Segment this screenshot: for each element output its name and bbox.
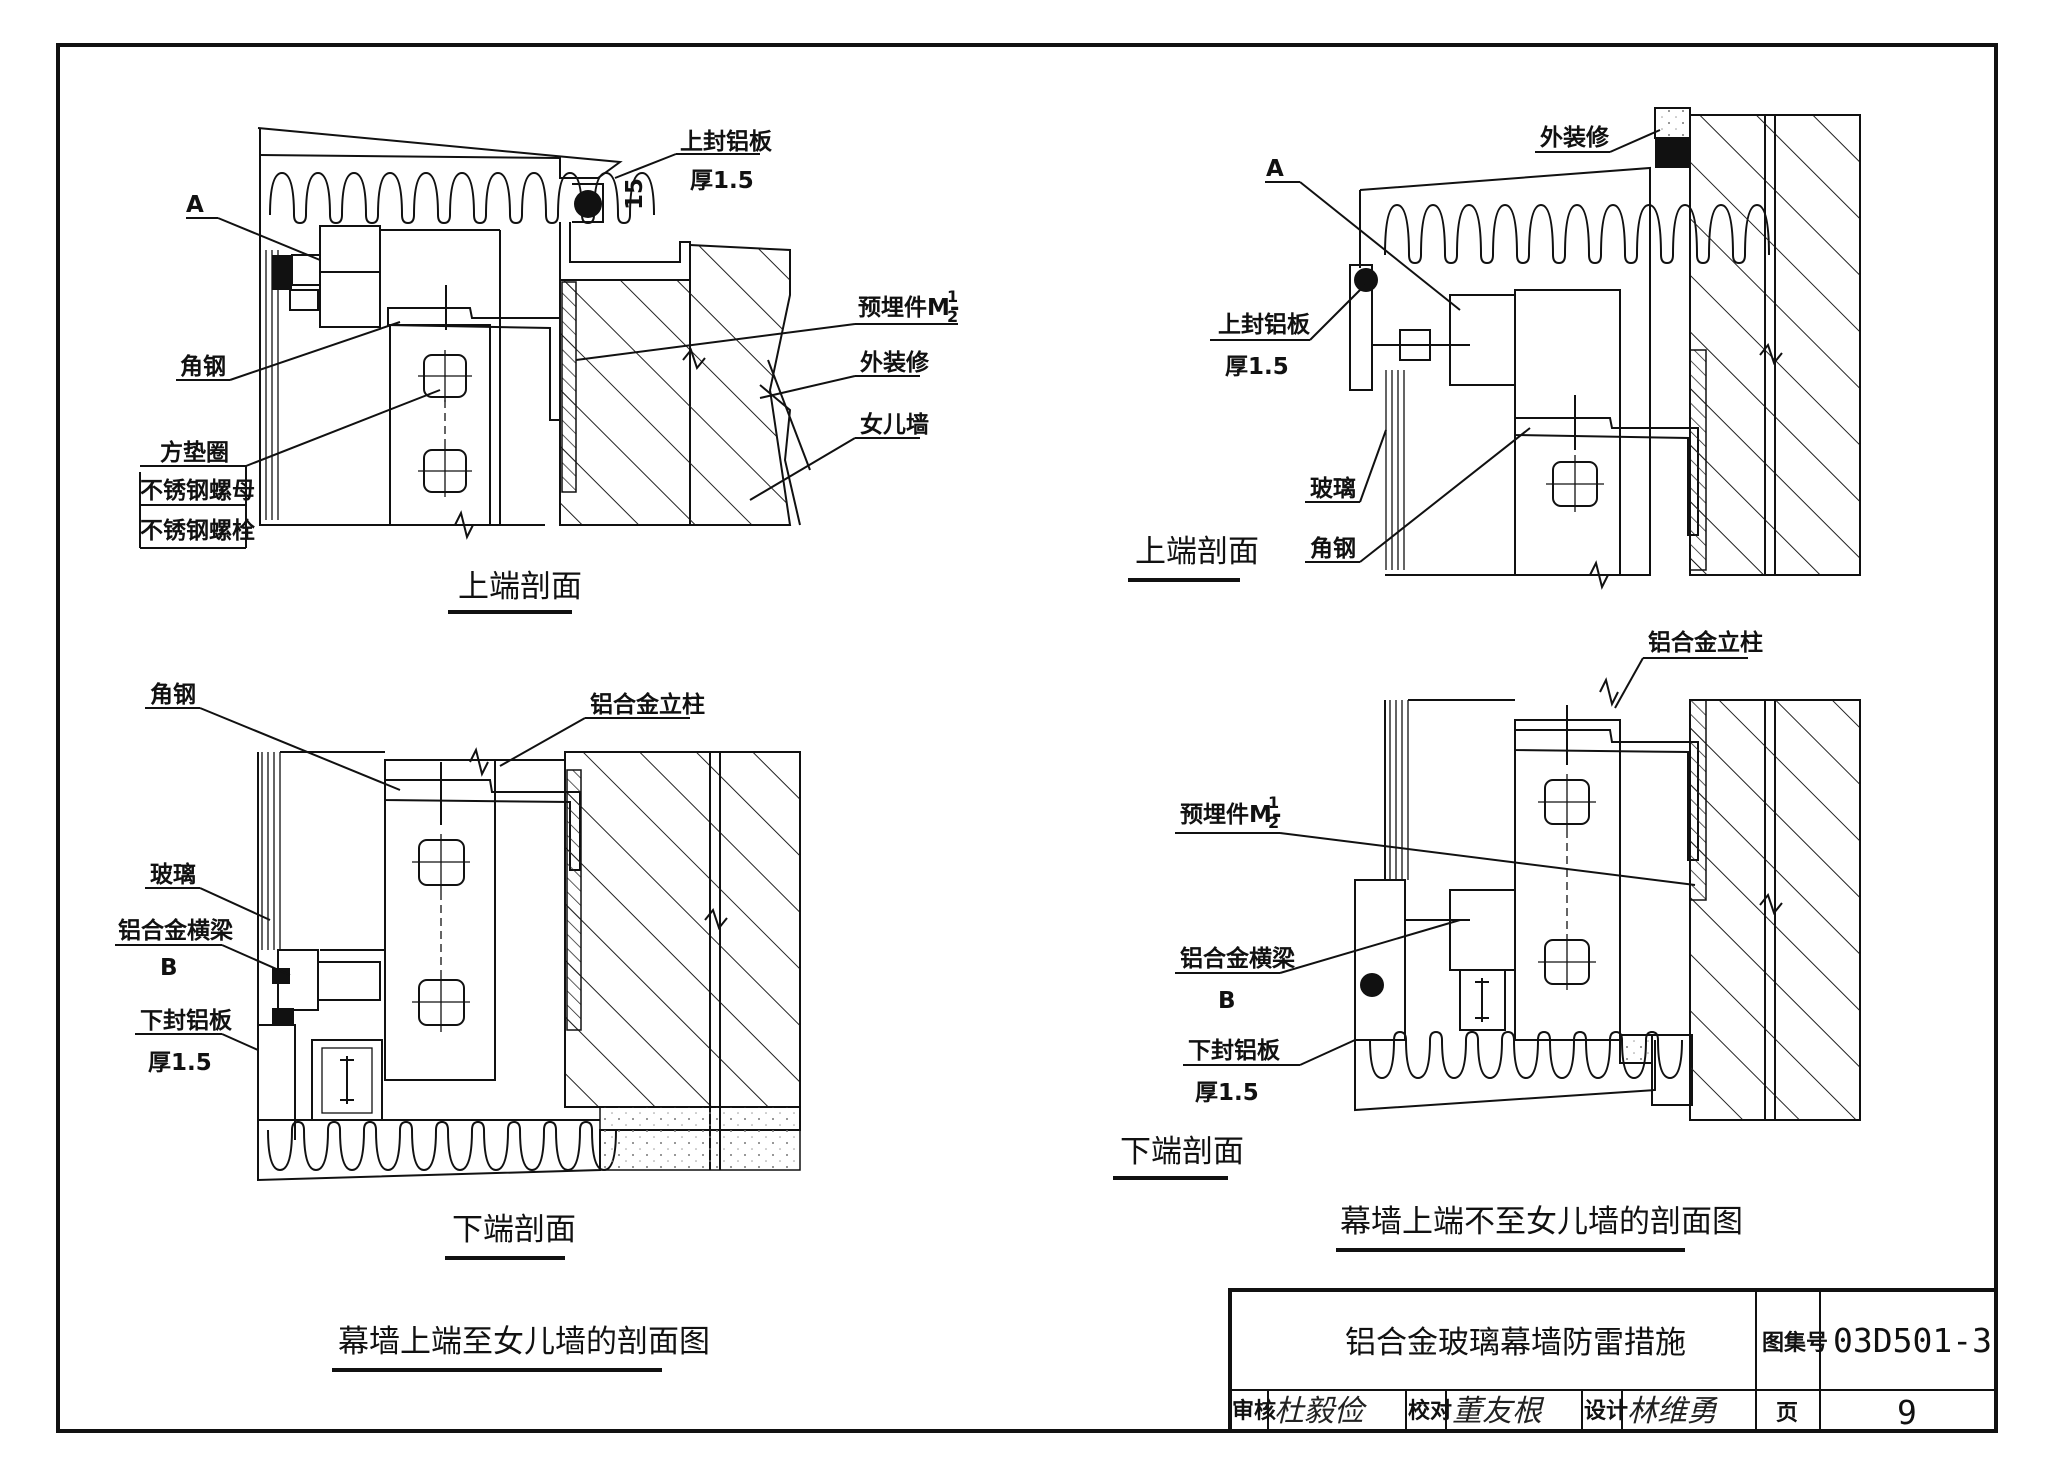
review-label: 审核 bbox=[1232, 1398, 1276, 1424]
check-label: 校对 bbox=[1408, 1398, 1452, 1424]
left-bottom-title: 下端剖面 bbox=[452, 1212, 576, 1248]
label-top-plate-thk: 厚1.5 bbox=[690, 168, 754, 194]
atlas-label: 图集号 bbox=[1762, 1330, 1828, 1356]
label-b: B bbox=[160, 955, 178, 981]
label-top-plate-2: 上封铝板 bbox=[1218, 312, 1311, 338]
label-embed-den-2: 2 bbox=[1268, 813, 1279, 832]
label-mullion-2: 铝合金立柱 bbox=[1648, 629, 1763, 656]
label-angle-2: 角钢 bbox=[150, 681, 196, 708]
label-bottom-plate-thk-2: 厚1.5 bbox=[1195, 1080, 1259, 1106]
left-top-title: 上端剖面 bbox=[458, 569, 582, 605]
design-signature: 林维勇 bbox=[1627, 1394, 1718, 1429]
right-bottom-section bbox=[1354, 677, 1861, 1121]
right-top-labels: 外装修 A 上封铝板 厚1.5 玻璃 角钢 上端剖面 bbox=[1128, 124, 1661, 582]
label-angle: 角钢 bbox=[180, 353, 226, 380]
label-glass-2: 玻璃 bbox=[1310, 475, 1356, 502]
label-embed-2: 预埋件M- bbox=[1180, 802, 1281, 828]
right-top-section bbox=[1349, 107, 1861, 590]
left-drawing-title: 幕墙上端至女儿墙的剖面图 bbox=[338, 1324, 710, 1360]
label-finish: 外装修 bbox=[860, 349, 930, 376]
label-angle-3: 角钢 bbox=[1310, 535, 1356, 562]
right-bottom-labels: 铝合金立柱 预埋件M- 1 2 铝合金横梁 B 下封铝板 厚1.5 下端剖面 幕… bbox=[1113, 629, 1763, 1252]
label-bolt: 不锈钢螺栓 bbox=[140, 518, 255, 544]
sheet-border bbox=[56, 43, 1998, 1433]
label-top-plate: 上封铝板 bbox=[680, 129, 773, 155]
label-parapet: 女儿墙 bbox=[860, 411, 929, 438]
label-finish-2: 外装修 bbox=[1540, 124, 1610, 151]
label-bottom-plate-2: 下封铝板 bbox=[1188, 1038, 1281, 1064]
label-embed-den: 2 bbox=[947, 307, 958, 326]
review-signature: 杜毅俭 bbox=[1274, 1394, 1367, 1429]
label-embed-num: 1 bbox=[947, 287, 958, 306]
right-top-title: 上端剖面 bbox=[1135, 534, 1259, 570]
label-a-2: A bbox=[1266, 156, 1284, 182]
left-top-section bbox=[257, 127, 811, 540]
label-glass: 玻璃 bbox=[150, 861, 196, 888]
check-signature: 董友根 bbox=[1452, 1394, 1545, 1429]
label-beam-2: 铝合金横梁 bbox=[1180, 945, 1295, 972]
label-mullion: 铝合金立柱 bbox=[590, 691, 705, 718]
design-label: 设计 bbox=[1584, 1399, 1628, 1424]
left-bottom-section bbox=[257, 747, 801, 1182]
atlas-number: 03D501-3 bbox=[1833, 1321, 1992, 1360]
title-block: 铝合金玻璃幕墙防雷措施 图集号 03D501-3 页 9 审核 杜毅俭 校对 董… bbox=[1228, 1288, 1998, 1433]
label-dim-15: 15 bbox=[622, 178, 648, 210]
label-embed-num-2: 1 bbox=[1268, 793, 1279, 812]
left-bottom-labels: 角钢 铝合金立柱 玻璃 铝合金横梁 B 下封铝板 厚1.5 下端剖面 幕墙上端至… bbox=[115, 681, 710, 1372]
sheet-title: 铝合金玻璃幕墙防雷措施 bbox=[1345, 1325, 1686, 1361]
label-b-2: B bbox=[1218, 988, 1236, 1014]
label-nut: 不锈钢螺母 bbox=[140, 478, 255, 504]
label-bottom-plate: 下封铝板 bbox=[140, 1008, 233, 1034]
label-beam: 铝合金横梁 bbox=[118, 917, 233, 944]
right-bottom-title: 下端剖面 bbox=[1120, 1134, 1244, 1170]
label-washer: 方垫圈 bbox=[160, 439, 229, 466]
left-top-labels: 上封铝板 厚1.5 15 A 预埋件M- 1 2 外装修 女儿墙 角钢 方垫圈 … bbox=[139, 129, 959, 614]
page-number: 9 bbox=[1897, 1393, 1917, 1432]
label-embed: 预埋件M- bbox=[858, 295, 959, 321]
right-drawing-title: 幕墙上端不至女儿墙的剖面图 bbox=[1340, 1204, 1743, 1240]
label-a: A bbox=[186, 192, 204, 218]
page-label: 页 bbox=[1776, 1401, 1798, 1426]
label-bottom-plate-thk: 厚1.5 bbox=[148, 1050, 212, 1076]
label-top-plate-thk-2: 厚1.5 bbox=[1225, 354, 1289, 380]
